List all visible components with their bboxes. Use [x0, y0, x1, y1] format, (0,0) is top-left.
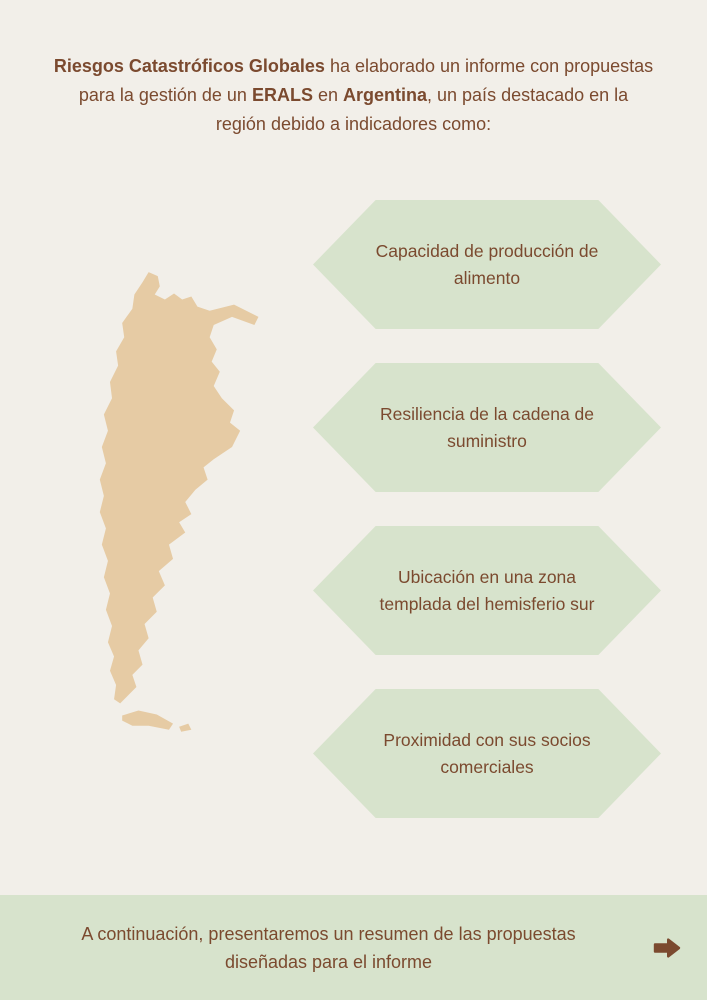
indicator-label: Proximidad con sus socios comerciales — [383, 729, 591, 777]
indicator-hexagon-temperate-zone: Ubicación en una zona templada del hemis… — [313, 526, 661, 655]
intro-text-3: , un país destacado en la región debido … — [215, 85, 629, 134]
footer-text: A continuación, presentaremos un resumen… — [81, 923, 576, 972]
intro-org-name: Riesgos Catastróficos Globales — [53, 56, 325, 76]
indicator-list: Capacidad de producción de alimento Resi… — [313, 200, 661, 818]
small-island-shape — [179, 723, 192, 732]
intro-argentina: Argentina — [343, 85, 428, 105]
intro-paragraph: Riesgos Catastróficos Globales ha elabor… — [54, 52, 654, 139]
argentina-mainland-shape — [99, 272, 259, 704]
indicator-label: Resiliencia de la cadena de suministro — [379, 403, 595, 451]
intro-text-1: ha elaborado un informe con propuestas p… — [78, 56, 654, 105]
right-arrow-icon[interactable] — [651, 935, 683, 961]
indicator-label: Capacidad de producción de alimento — [375, 240, 599, 288]
indicator-label: Ubicación en una zona templada del hemis… — [379, 566, 595, 614]
intro-text-2: en — [312, 85, 343, 105]
indicator-hexagon-food-production: Capacidad de producción de alimento — [313, 200, 661, 329]
indicator-hexagon-trade-partners: Proximidad con sus socios comerciales — [313, 689, 661, 818]
argentina-map — [52, 266, 290, 744]
tierra-del-fuego-shape — [122, 710, 174, 730]
footer-bar: A continuación, presentaremos un resumen… — [0, 895, 707, 1000]
indicator-hexagon-supply-chain: Resiliencia de la cadena de suministro — [313, 363, 661, 492]
intro-erals: ERALS — [251, 85, 313, 105]
